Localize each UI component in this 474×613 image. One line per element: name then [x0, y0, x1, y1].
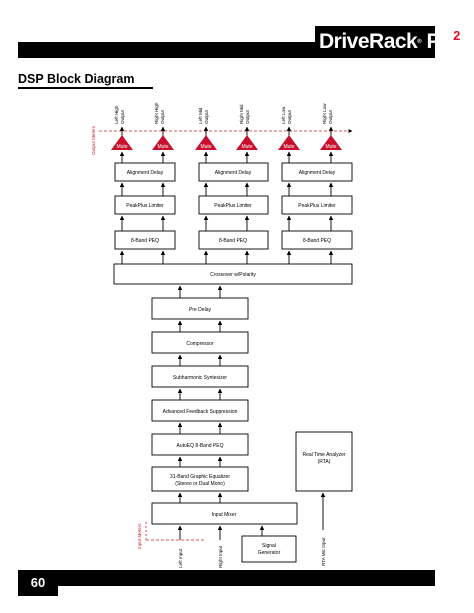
mute-label-2: Mute [157, 144, 168, 150]
peq-high [114, 230, 176, 250]
peakplus-limiter-high [114, 195, 176, 215]
peakplus-limiter-low-label: PeakPlus Limiter [298, 203, 336, 209]
signal-generator-label-line2: Generator [258, 550, 281, 556]
output-label-right-high-2: Output [160, 109, 165, 124]
brand-name: DriveRack [319, 30, 418, 53]
rta-label-line1: Real Time Analyzer [302, 452, 345, 458]
rta-label-line2: (RTA) [318, 459, 331, 465]
output-label-right-mid: Right Mid [239, 104, 244, 124]
channel-internal-arrows [119, 182, 334, 264]
mute-label-6: Mute [325, 144, 336, 150]
subharmonic-label: Subharmonic Syntesizer [173, 375, 228, 381]
brand-superscript: 2 [453, 28, 460, 43]
mute-label-4: Mute [241, 144, 252, 150]
geq-label-line2: (Stereo or Dual Mono) [175, 481, 225, 487]
alignment-delay-mid-label: Alignment Delay [215, 170, 252, 176]
page-number: 60 [30, 575, 46, 590]
channel-low: Alignment Delay PeakPlus Limiter 8-Band … [281, 162, 353, 250]
peq-high-label: 8-Band PEQ [131, 238, 159, 244]
output-label-left-high-2: Output [120, 109, 125, 124]
geq-block [151, 466, 249, 492]
pre-delay-block [151, 297, 249, 320]
autoeq-block [151, 433, 249, 456]
compressor-block [151, 331, 249, 354]
peq-low [281, 230, 353, 250]
output-label-left-low-2: Output [287, 109, 292, 124]
peakplus-limiter-mid-label: PeakPlus Limiter [214, 203, 252, 209]
mute-right-high [152, 135, 174, 150]
brand-box [315, 26, 435, 58]
signal-generator-block [241, 535, 297, 563]
alignment-delay-low-label: Alignment Delay [299, 170, 336, 176]
compressor-label: Compressor [186, 341, 214, 347]
mute-triangles: Mute Mute Mute Mute Mute Mute [111, 135, 342, 150]
right-input-label: Right Input [218, 545, 223, 568]
input-meters-label: Input Meters [137, 523, 142, 549]
alignment-delay-high [114, 162, 176, 182]
subharmonic-block [151, 365, 249, 388]
mute-right-mid [236, 135, 258, 150]
output-label-right-mid-2: Output [245, 109, 250, 124]
peakplus-limiter-high-label: PeakPlus Limiter [126, 203, 164, 209]
mute-right-low [320, 135, 342, 150]
peakplus-limiter-mid [198, 195, 269, 215]
output-meters-label: Output Meters [91, 125, 96, 155]
output-labels: Left High Output Right High Output Left … [114, 102, 333, 124]
page-title: DSP Block Diagram [18, 72, 135, 86]
alignment-delay-low [281, 162, 353, 182]
crossover-block [113, 263, 353, 285]
brand-trademark: ® [417, 39, 422, 45]
channel-high: Alignment Delay PeakPlus Limiter 8-Band … [114, 162, 176, 250]
brand-logo: DriveRack® PA2 [319, 26, 460, 58]
channel-mid: Alignment Delay PeakPlus Limiter 8-Band … [198, 162, 269, 250]
page-number-box [18, 570, 58, 596]
title-underline [18, 87, 153, 89]
output-label-right-high: Right High [154, 102, 159, 124]
geq-label-line1: 31-Band Graphic Equalizer [170, 474, 230, 480]
mute-left-mid [195, 135, 217, 150]
output-label-left-mid-2: Output [204, 109, 209, 124]
alignment-delay-high-label: Alignment Delay [127, 170, 164, 176]
rta-block [295, 431, 353, 492]
afs-block [151, 399, 249, 422]
peq-mid [198, 230, 269, 250]
alignment-delay-mid [198, 162, 269, 182]
output-label-left-mid: Left Mid [198, 107, 203, 124]
left-input-label: Left Input [178, 548, 183, 568]
output-arrows [119, 126, 334, 136]
alignment-to-mute-arrows [119, 151, 334, 163]
chain-arrows [177, 320, 223, 503]
footer-bar [18, 570, 435, 586]
output-label-left-high: Left High [114, 105, 119, 124]
input-mixer-block [151, 502, 298, 525]
mute-label-1: Mute [116, 144, 127, 150]
output-label-right-low: Right Low [322, 103, 327, 124]
mute-label-5: Mute [283, 144, 294, 150]
input-mixer-label: Input Mixer [212, 512, 237, 518]
mute-label-3: Mute [200, 144, 211, 150]
main-chain: Pre Delay Compressor Subharmonic Syntesi… [151, 297, 298, 525]
peq-low-label: 8-Band PEQ [303, 238, 331, 244]
rta-mic-input-label: RTA Mic Input [321, 537, 326, 566]
output-label-left-low: Left Low [281, 106, 286, 124]
peakplus-limiter-low [281, 195, 353, 215]
crossover-label: Crossover w/Polarity [210, 272, 256, 278]
afs-label: Advanced Feedback Suppression [163, 409, 238, 415]
output-label-right-low-2: Output [328, 109, 333, 124]
mute-left-low [278, 135, 300, 150]
signal-generator-label-line1: Signal [262, 543, 276, 549]
mute-left-high [111, 135, 133, 150]
brand-suffix: PA [421, 30, 454, 53]
autoeq-label: AutoEQ 8-Band PEQ [177, 443, 224, 449]
peq-mid-label: 8-Band PEQ [219, 238, 247, 244]
pre-delay-label: Pre Delay [189, 307, 211, 313]
